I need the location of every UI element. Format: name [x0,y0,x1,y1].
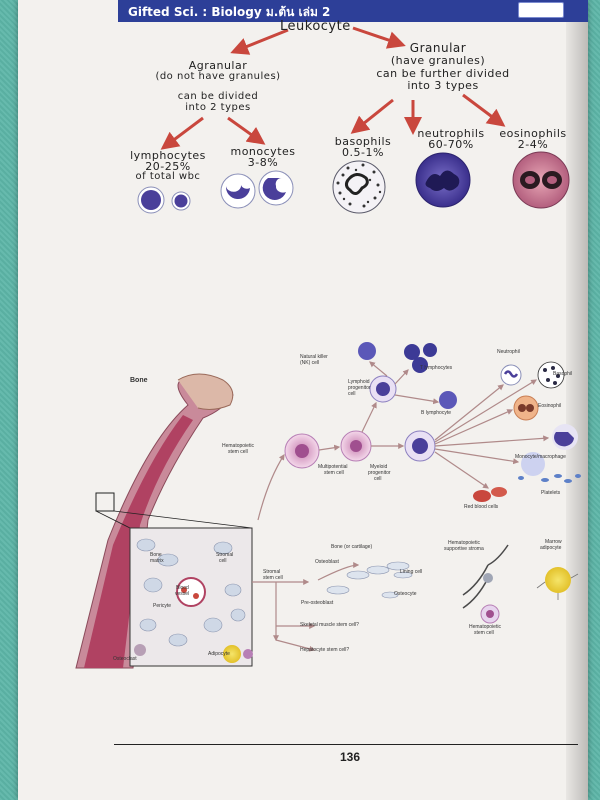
zoom-box [95,492,115,512]
nk-cell-label-1: Natural killer [300,354,328,360]
header-bar [118,0,588,22]
osteoclast-label: Osteoclast [113,656,137,662]
pre-osteoblast-label: Pre-osteoblast [301,600,334,606]
bone-label: Bone [130,377,148,384]
granular-note-1: can be further divided [376,67,510,80]
hsc-label-1: Hematopoietic [222,443,254,449]
hsc2-label-2: stem cell [474,630,494,636]
lymphoid-label-2: progenitor [348,385,371,391]
marrow-adipocyte-label-1: Marrow [545,539,562,545]
lymphoid-products [358,342,457,409]
classification-arrows [160,26,506,150]
leukocyte-label: Leukocyte [280,19,351,34]
agranular-note-2: into 2 types [185,102,251,113]
myeloid-products [473,361,581,502]
eosinophil-cell [512,151,570,209]
neutrophils-percent: 60-70% [428,138,474,151]
lymphoid-label-1: Lymphoid [348,379,370,385]
neutrophils-name: neutrophils [417,127,485,140]
adipocyte-label: Adipocyte [208,651,230,657]
b-lymphocyte-label: B lymphocyte [421,410,452,416]
lymphocytes-percent: 20-25% [145,160,191,173]
hsc-label-2: stem cell [228,449,248,455]
agranular-title: Agranular [188,59,248,72]
multipotential-label-2: stem cell [324,470,344,476]
monocytes-percent: 3-8% [247,156,279,169]
lining-cell-label: Lining cell [400,569,423,575]
hematopoietic-stem-cells [284,375,436,469]
marrow-panel [129,527,253,667]
lymphocytes-name: lymphocytes [130,149,206,162]
lymphocytes-extra: of total wbc [135,171,201,182]
eosinophil-label: Eosinophil [538,403,562,409]
stromal-cell-label-2: cell [219,558,227,564]
blood-vessel-label-2: vessel [175,591,190,597]
nk-cell-label-2: (NK) cell [300,360,320,366]
osteoblast-label: Osteoblast [315,559,339,565]
stromal-lineage [326,544,579,624]
monocyte-cells [220,170,294,209]
granular-note-2: into 3 types [407,79,479,92]
t-lymphocytes-label: T lymphocytes [420,365,453,371]
blood-vessel-label-1: Blood [176,585,189,591]
book-page: Gifted Sci. : Biology ม.ต้น เล่ม 2 [18,0,588,800]
hepatocyte-label: Hepatocyte stem cell? [300,647,350,653]
page-edge [566,0,588,800]
monocytes-name: monocytes [230,145,296,158]
marrow-adipocyte-label-2: adipocyte [540,545,562,551]
stromal-cell-label-1: Stromal [216,552,234,558]
stromal-stem-label-2: stem cell [263,575,283,581]
lymphocyte-cells [137,186,191,214]
supportive-stroma-label-2: supportive stroma [444,546,484,552]
basophils-percent: 0.5-1% [342,146,384,159]
hsc2-label-1: Hematopoietic [469,624,501,630]
red-blood-cells-label: Red blood cells [464,504,499,510]
header-title: Gifted Sci. : Biology ม.ต้น เล่ม 2 [128,5,331,19]
myeloid-label-1: Myeloid [370,464,388,470]
eosinophils-percent: 2-4% [517,138,549,151]
osteocyte-label: Osteocyte [394,591,417,597]
granular-title: Granular [409,41,467,55]
multipotential-label-1: Multipotential [318,464,348,470]
agranular-note-1: can be divided [177,91,259,102]
supportive-stroma-label-1: Hematopoietic [448,540,480,546]
stromal-stem-label-1: Stromal [263,569,281,575]
neutrophil-label: Neutrophil [497,349,520,355]
footer-rule [114,744,578,745]
bone-cartilage-label: Bone (or cartilage) [331,544,373,550]
myeloid-label-3: cell [374,476,382,482]
bone-matrix-label-1: Bone [150,552,162,558]
basophil-cell [332,160,386,214]
basophils-name: basophils [334,135,392,148]
diagram-canvas [75,26,581,669]
myeloid-label-2: progenitor [368,470,391,476]
hematopoiesis-arrows [252,361,550,652]
monocyte-macrophage-label: Monocyte/macrophage [515,454,566,460]
eosinophils-name: eosinophils [499,127,567,140]
lymphoid-label-3: cell [348,391,356,397]
platelets-label: Platelets [541,490,561,496]
basophil-label: Basophil [553,371,573,377]
bone-matrix-label-2: matrix [150,558,164,564]
neutrophil-cell [415,152,471,208]
header-badge [518,2,564,18]
agranular-subtitle: (do not have granules) [155,71,281,82]
granular-subtitle: (have granules) [390,54,486,67]
pericyte-label: Pericyte [153,603,172,609]
skeletal-muscle-label: Skeletal muscle stem cell? [300,622,359,628]
bone-illustration [75,373,234,669]
page-number: 136 [340,750,361,764]
